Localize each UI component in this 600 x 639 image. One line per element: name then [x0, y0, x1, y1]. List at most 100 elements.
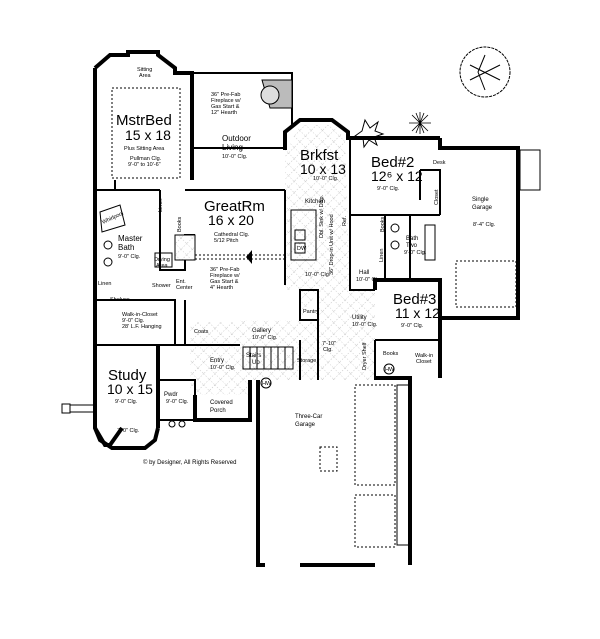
room-name: Bed#2 [371, 154, 414, 171]
room-size: 10 x 15 [107, 381, 153, 397]
room-note: 10'-0" Clg. [222, 154, 248, 160]
room-note: 9'-0" Clg. [404, 250, 427, 256]
room-note: 10'-0" Clg. [210, 365, 236, 371]
room-note: HW [262, 381, 272, 387]
room-note: Cathedral Clg. [214, 232, 250, 238]
interior-walls [95, 79, 441, 380]
room-note: Closet [434, 189, 440, 205]
copyright-notice: © by Designer, All Rights Reserved [143, 459, 236, 466]
room-note: Books [383, 351, 399, 357]
room-label-bed3: Bed#3 11 x 12 9'-0" Clg. Books Walk-in C… [383, 291, 440, 365]
room-note: 4" Hearth [210, 285, 233, 291]
room-note: 28' L.F. Hanging [122, 324, 162, 330]
room-size: 16 x 20 [208, 212, 254, 228]
room-note: Books [380, 216, 386, 232]
room-name: Brkfst [300, 147, 339, 164]
room-label-powder: Pwdr 9'-0" Clg. [164, 392, 189, 405]
room-name: Outdoor [222, 134, 251, 143]
room-note: Desk [433, 160, 446, 166]
room-note: HW [385, 367, 395, 373]
room-note: Sitting [137, 67, 152, 73]
room-name: Three-Car [295, 414, 322, 420]
room-name: Kitchen [305, 199, 325, 205]
room-note: 10'-0" Clg. [305, 272, 331, 278]
room-name: Master [118, 234, 143, 243]
room-label-bed2: Bed#2 12⁶ x 12 9'-0" Clg. Desk Closet [371, 154, 446, 205]
room-note: Linen [379, 249, 385, 262]
room-label-hall: Hall 10'-0" Clg. [356, 270, 382, 283]
room-note: Gas Start & [211, 104, 240, 110]
room-note: 10'-0" Clg. [352, 322, 378, 328]
room-note: Drying [154, 257, 170, 263]
room-note: 10'-0" Clg. [252, 335, 278, 341]
room-size: 12⁶ x 12 [371, 168, 423, 184]
room-note: 9'-0" to 10'-6" [128, 162, 161, 168]
room-note: Linen [98, 281, 111, 287]
room-note: Linen [158, 199, 164, 212]
room-note: Clg. [323, 347, 333, 353]
landscape [168, 46, 511, 428]
room-note: Ent. [176, 279, 186, 285]
room-name: Gallery [252, 328, 271, 334]
room-note: 36" Pre-Fab [210, 267, 239, 273]
room-note: 9'-0" Clg. [401, 323, 424, 329]
water-heater-icon [260, 377, 272, 389]
room-note: 9'-0" Clg. [118, 254, 141, 260]
room-label-kitchen: Kitchen DW 10'-0" Clg. Pantry Dbl. Sink … [297, 194, 348, 315]
room-note: Ref. [342, 215, 348, 226]
room-name: Bath [406, 236, 418, 242]
room-name: Pwdr [164, 392, 178, 398]
room-label-outdoor-living: Outdoor Living 10'-0" Clg. 36" Pre-Fab F… [211, 92, 251, 160]
room-note: 36" Pre-Fab [211, 92, 240, 98]
room-note: Walk-in-Closet [122, 312, 158, 318]
shrub-icon [353, 118, 385, 149]
room-note: 9'-0" Clg. [166, 399, 189, 405]
room-note: 9'-0" Clg. [122, 318, 145, 324]
room-note: Coats [194, 329, 209, 335]
room-note: Books [177, 216, 183, 232]
room-note: 7'-10" [322, 341, 336, 347]
room-size: 11 x 12 [395, 305, 440, 321]
room-name: Garage [295, 422, 316, 428]
dashed-outlines [111, 87, 541, 548]
room-name: Hall [359, 270, 369, 276]
room-note: 5/12 Pitch [214, 238, 238, 244]
room-note: Dryer Shelf [362, 342, 368, 370]
room-note: 9'-0" Clg. [115, 399, 138, 405]
room-name: Study [108, 367, 147, 384]
room-label-entry: Entry 10'-0" Clg. [210, 358, 236, 371]
room-note: DW [297, 246, 307, 252]
room-note: Walk-in [415, 353, 433, 359]
room-name: Two [406, 243, 418, 249]
room-label-stairs: Stairs Up 7'-10" Clg. Storage HW [246, 341, 336, 389]
tree-icon [459, 46, 511, 98]
room-label-great-room: GreatRm 16 x 20 Cathedral Clg. 5/12 Pitc… [204, 198, 265, 291]
room-label-covered-porch: Covered Porch [210, 400, 233, 414]
room-note: Shelves [110, 297, 130, 303]
room-size: 10 x 13 [300, 161, 346, 177]
room-name: Bath [118, 243, 134, 252]
room-label-breakfast: Brkfst 10 x 13 10'-0" Clg. [300, 147, 346, 182]
exterior-walls [61, 50, 520, 567]
room-note: Shower [152, 283, 171, 289]
porch-plant-icon [168, 420, 186, 428]
room-name: Living [222, 143, 243, 152]
room-size: 15 x 18 [125, 127, 171, 143]
room-name: Garage [472, 205, 493, 211]
room-name: Porch [210, 408, 226, 414]
room-note: Fireplace w/ [211, 98, 241, 104]
room-note: 12" Hearth [211, 110, 237, 116]
room-note: Area [139, 73, 152, 79]
room-label-bath-two: Bath Two 9'-0" Clg. Books Linen [379, 216, 427, 262]
room-label-master-bed: MstrBed 15 x 18 Plus Sitting Area Pullma… [116, 67, 172, 168]
room-note: 8'-4" Clg. [473, 222, 496, 228]
room-note: 36" Drop-in Unit w/ Hood [329, 214, 335, 275]
room-label-single-garage: Single Garage 8'-4" Clg. [472, 197, 496, 228]
room-name: Stairs [246, 353, 261, 359]
room-label-utility: Utility 10'-0" Clg. Dryer Shelf HW [352, 315, 395, 375]
room-note: Area [156, 263, 169, 269]
room-name: MstrBed [116, 112, 172, 129]
room-name: Single [472, 197, 489, 203]
room-note: Fireplace w/ [210, 273, 240, 279]
tiled-floors [190, 125, 375, 395]
